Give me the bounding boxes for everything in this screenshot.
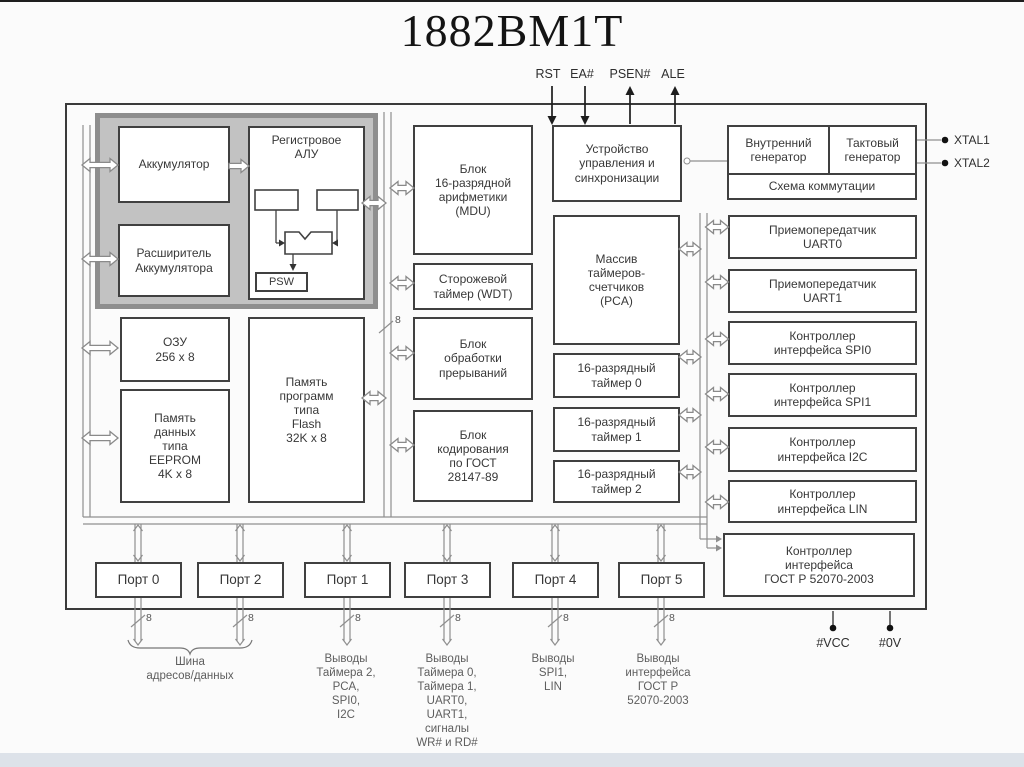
block-port1: Порт 1 [304,562,391,598]
block-timer0: 16-разрядный таймер 0 [553,353,680,398]
slide-bottom-border [0,753,1024,767]
block-port0: Порт 0 [95,562,182,598]
block-pca: Массив таймеров- счетчиков (PCA) [553,215,680,345]
pin-label-vcc: #VCC [816,636,850,650]
block-internal-generator: Внутренний генератор [727,125,830,175]
block-port2: Порт 2 [197,562,284,598]
block-clock-generator: Тактовый генератор [828,125,917,175]
bus-width-label: 8 [248,612,254,624]
pin-label-0v: #0V [878,636,902,650]
label-port3-functions: Выводы Таймера 0, Таймера 1, UART0, UART… [416,653,478,749]
block-port3: Порт 3 [404,562,491,598]
block-acc-extender: Расширитель Аккумулятора [118,224,230,297]
chip-boundary-box [65,103,927,610]
label-port5-functions: Выводы интерфейса ГОСТ Р 52070-2003 [625,653,691,707]
pin-label-psen: PSEN# [609,67,651,81]
block-eeprom: Память данных типа EEPROM 4K x 8 [120,389,230,503]
bus-width-label: 8 [563,612,569,624]
block-spi0: Контроллер интерфейса SPI0 [728,321,917,365]
block-timer1: 16-разрядный таймер 1 [553,407,680,452]
block-wdt: Сторожевой таймер (WDT) [413,263,533,310]
block-timer2: 16-разрядный таймер 2 [553,460,680,503]
block-port5: Порт 5 [618,562,705,598]
pin-label-ea: EA# [570,67,594,81]
block-ram: ОЗУ 256 x 8 [120,317,230,382]
block-i2c: Контроллер интерфейса I2C [728,427,917,472]
pin-label-xtal1: XTAL1 [954,133,990,147]
block-control-unit: Устройство управления и синхронизации [552,125,682,202]
block-switch-circuit: Схема коммутации [727,173,917,200]
bus-width-label: 8 [395,314,401,326]
block-port4: Порт 4 [512,562,599,598]
label-port1-functions: Выводы Таймера 2, PCA, SPI0, I2C [316,653,376,721]
block-psw-register: PSW [255,272,308,292]
slide-top-border [0,0,1024,2]
block-interrupt-unit: Блок обработки прерываний [413,317,533,400]
block-uart1: Приемопередатчик UART1 [728,269,917,313]
bus-width-label: 8 [669,612,675,624]
bus-width-label: 8 [146,612,152,624]
block-uart0: Приемопередатчик UART0 [728,215,917,259]
bus-width-label: 8 [355,612,361,624]
pin-label-ale: ALE [661,67,685,81]
chip-title: 1882ВМ1Т [400,5,624,56]
block-lin: Контроллер интерфейса LIN [728,480,917,523]
label-address-data-bus: Шина адресов/данных [146,656,234,682]
pin-label-xtal2: XTAL2 [954,156,990,170]
block-register-alu: Регистровое АЛУ [248,126,365,300]
block-spi1: Контроллер интерфейса SPI1 [728,373,917,417]
label-port4-functions: Выводы SPI1, LIN [531,653,575,693]
bus-width-label: 8 [455,612,461,624]
block-crypto-unit: Блок кодирования по ГОСТ 28147-89 [413,410,533,502]
block-accumulator: Аккумулятор [118,126,230,203]
block-milstd-controller: Контроллер интерфейса ГОСТ Р 52070-2003 [723,533,915,597]
block-flash: Память программ типа Flash 32K x 8 [248,317,365,503]
block-mdu: Блок 16-разрядной арифметики (MDU) [413,125,533,255]
pin-label-rst: RST [535,67,561,81]
